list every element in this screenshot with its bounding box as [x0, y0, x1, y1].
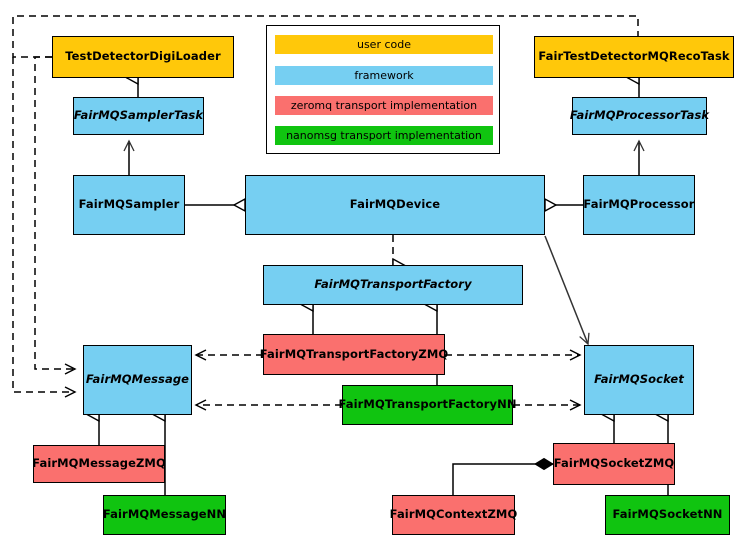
class-label: FairMQSampler [78, 197, 180, 212]
class-label: FairMQMessageZMQ [32, 456, 166, 471]
legend-item-framework: framework [275, 66, 493, 85]
class-box-fairmqsampler[interactable]: FairMQSampler [73, 175, 185, 235]
class-label: FairMQContextZMQ [389, 507, 518, 522]
class-box-fairmqmessagezmq[interactable]: FairMQMessageZMQ [32, 445, 166, 483]
legend-label: user code [356, 38, 412, 51]
class-label: FairMQTransportFactory [314, 277, 472, 292]
class-label: FairMQMessage [85, 372, 190, 387]
legend: user code framework zeromq transport imp… [266, 25, 500, 154]
class-label: FairTestDetectorMQRecoTask [538, 49, 730, 64]
class-label: FairMQSocketNN [612, 507, 723, 522]
legend-item-nanomsg: nanomsg transport implementation [275, 126, 493, 145]
class-box-fairmqsamplertask[interactable]: FairMQSamplerTask [73, 97, 204, 135]
legend-item-zeromq: zeromq transport implementation [275, 96, 493, 115]
class-label: FairMQProcessor [583, 197, 695, 212]
class-box-testdetectordigiloader[interactable]: TestDetectorDigiLoader [52, 36, 234, 78]
class-label: FairMQDevice [349, 197, 441, 212]
class-label: FairMQSamplerTask [73, 108, 204, 123]
class-box-fairmqprocessortask[interactable]: FairMQProcessorTask [569, 97, 710, 135]
class-label: FairMQTransportFactoryZMQ [259, 346, 449, 361]
class-label: FairMQSocket [594, 372, 684, 387]
class-box-fairmqtransportfactoryzmq[interactable]: FairMQTransportFactoryZMQ [260, 334, 448, 375]
edge-contextzmq-to-socketzmq [452, 457, 554, 495]
edge-device-to-socket [544, 235, 590, 346]
class-label: TestDetectorDigiLoader [65, 49, 221, 64]
class-box-fairmqcontextzmq[interactable]: FairMQContextZMQ [389, 495, 518, 535]
legend-item-user-code: user code [275, 35, 493, 54]
class-label: FairMQMessageNN [102, 507, 227, 522]
edge-frame-left-down [12, 57, 77, 398]
class-box-fairtestdetectormqrecotask[interactable]: FairTestDetectorMQRecoTask [534, 36, 734, 78]
class-box-fairmqsocketnn[interactable]: FairMQSocketNN [605, 495, 730, 535]
class-box-fairmqsocketzmq[interactable]: FairMQSocketZMQ [553, 443, 675, 485]
class-box-fairmqdevice[interactable]: FairMQDevice [245, 175, 545, 235]
class-box-fairmqprocessor[interactable]: FairMQProcessor [583, 175, 695, 235]
class-box-fairmqtransportfactory[interactable]: FairMQTransportFactory [263, 265, 523, 305]
edge-recotask-to-message [34, 56, 77, 375]
class-box-fairmqsocket[interactable]: FairMQSocket [584, 345, 694, 415]
class-label: FairMQProcessorTask [569, 108, 710, 123]
class-label: FairMQTransportFactoryNN [338, 397, 517, 412]
class-box-fairmqmessagenn[interactable]: FairMQMessageNN [103, 495, 226, 535]
class-box-fairmqtransportfactorynn[interactable]: FairMQTransportFactoryNN [338, 385, 516, 425]
legend-label: zeromq transport implementation [290, 99, 478, 112]
legend-label: framework [354, 69, 414, 82]
legend-label: nanomsg transport implementation [286, 129, 482, 142]
class-box-fairmqmessage[interactable]: FairMQMessage [83, 345, 192, 415]
class-label: FairMQSocketZMQ [553, 456, 675, 471]
